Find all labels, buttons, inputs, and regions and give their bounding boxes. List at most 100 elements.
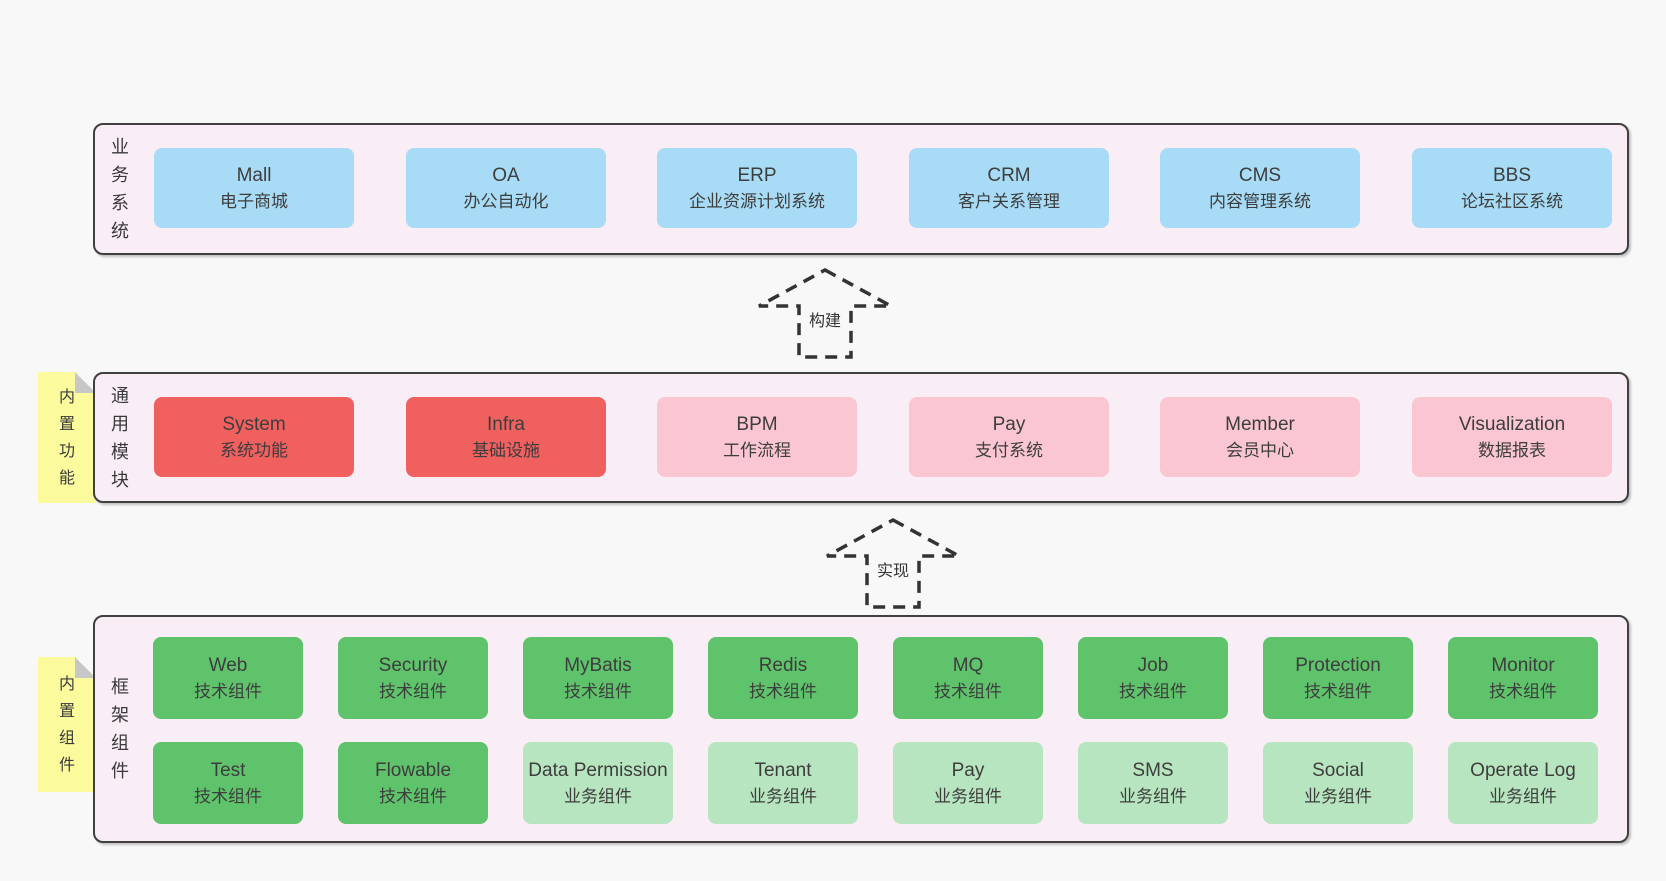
box-title: MyBatis [564,654,632,676]
box-redis: Redis 技术组件 [708,637,858,719]
box-subtitle: 技术组件 [379,786,447,806]
section-label-text: 业务系统 [111,137,129,241]
box-protection: Protection 技术组件 [1263,637,1413,719]
box-social: Social 业务组件 [1263,742,1413,824]
box-security: Security 技术组件 [338,637,488,719]
box-infra: Infra 基础设施 [406,397,606,477]
box-oa: OA 办公自动化 [406,148,606,228]
box-title: Monitor [1491,654,1555,676]
box-sms: SMS 业务组件 [1078,742,1228,824]
box-bbs: BBS 论坛社区系统 [1412,148,1612,228]
section-label-text: 通用模块 [111,385,129,490]
box-subtitle: 业务组件 [749,786,817,806]
box-mq: MQ 技术组件 [893,637,1043,719]
arrow-build: 构建 [750,266,900,361]
box-title: Flowable [374,759,452,781]
box-subtitle: 系统功能 [220,440,288,460]
box-test: Test 技术组件 [153,742,303,824]
block-arrow-up-icon [758,268,892,359]
box-subtitle: 办公自动化 [463,191,549,211]
box-subtitle: 技术组件 [564,681,632,701]
box-title: Pay [951,759,985,781]
sticky-note-text: 内置功能 [58,388,75,487]
box-subtitle: 业务组件 [1119,786,1187,806]
arrow-implement: 实现 [818,516,968,611]
box-subtitle: 客户关系管理 [958,191,1060,211]
box-title: Infra [486,413,526,435]
box-pay-system: Pay 支付系统 [909,397,1109,477]
box-title: OA [492,164,520,186]
sticky-note-builtin-functions: 内置功能 [38,372,96,503]
box-cms: CMS 内容管理系统 [1160,148,1360,228]
box-subtitle: 技术组件 [1119,681,1187,701]
box-subtitle: 业务组件 [1304,786,1372,806]
box-subtitle: 会员中心 [1226,440,1294,460]
box-monitor: Monitor 技术组件 [1448,637,1598,719]
box-title: Member [1225,413,1295,435]
sticky-note-builtin-components: 内置组件 [38,657,96,792]
block-arrow-up-icon [826,518,960,609]
box-subtitle: 技术组件 [934,681,1002,701]
box-subtitle: 内容管理系统 [1209,191,1311,211]
section-business-systems: 业务系统 Mall 电子商城 OA 办公自动化 ERP 企业资源计划系统 CRM… [93,123,1629,255]
box-title: Web [208,654,248,676]
box-title: Job [1137,654,1169,676]
section-label-text: 框架组件 [111,677,129,781]
box-title: Test [210,759,246,781]
box-subtitle: 业务组件 [1489,786,1557,806]
box-subtitle: 技术组件 [194,786,262,806]
box-mall: Mall 电子商城 [154,148,354,228]
box-subtitle: 技术组件 [749,681,817,701]
box-subtitle: 论坛社区系统 [1461,191,1563,211]
box-subtitle: 数据报表 [1478,440,1546,460]
box-subtitle: 技术组件 [194,681,262,701]
box-web: Web 技术组件 [153,637,303,719]
box-subtitle: 业务组件 [564,786,632,806]
box-title: Data Permission [528,759,668,781]
box-title: Security [378,654,448,676]
box-erp: ERP 企业资源计划系统 [657,148,857,228]
box-subtitle: 技术组件 [1304,681,1372,701]
box-subtitle: 技术组件 [1489,681,1557,701]
box-system: System 系统功能 [154,397,354,477]
box-subtitle: 业务组件 [934,786,1002,806]
section-label-modules: 通用模块 [107,374,133,501]
box-title: Operate Log [1470,759,1576,781]
box-title: CRM [987,164,1031,186]
box-tenant: Tenant 业务组件 [708,742,858,824]
box-subtitle: 基础设施 [472,440,540,460]
box-operate-log: Operate Log 业务组件 [1448,742,1598,824]
box-subtitle: 企业资源计划系统 [689,191,825,211]
box-title: BPM [736,413,778,435]
box-title: ERP [737,164,777,186]
box-job: Job 技术组件 [1078,637,1228,719]
box-bpm: BPM 工作流程 [657,397,857,477]
box-title: Visualization [1458,413,1566,435]
box-data-permission: Data Permission 业务组件 [523,742,673,824]
section-label-components: 框架组件 [107,617,133,841]
box-flowable: Flowable 技术组件 [338,742,488,824]
box-title: SMS [1132,759,1174,781]
box-title: BBS [1492,164,1532,186]
box-title: System [222,413,286,435]
box-member: Member 会员中心 [1160,397,1360,477]
sticky-note-text: 内置组件 [58,675,75,774]
arrow-build-label: 构建 [805,306,845,332]
box-title: Social [1312,759,1364,781]
box-mybatis: MyBatis 技术组件 [523,637,673,719]
box-subtitle: 工作流程 [723,440,791,460]
box-title: Tenant [754,759,812,781]
section-framework-components: 框架组件 Web 技术组件 Security 技术组件 MyBatis 技术组件… [93,615,1629,843]
box-crm: CRM 客户关系管理 [909,148,1109,228]
box-visualization: Visualization 数据报表 [1412,397,1612,477]
arrow-implement-label: 实现 [873,556,913,582]
box-title: CMS [1238,164,1282,186]
box-title: Redis [758,654,808,676]
box-subtitle: 技术组件 [379,681,447,701]
box-title: Pay [992,413,1026,435]
section-label-business: 业务系统 [107,125,133,253]
box-title: MQ [952,654,984,676]
box-title: Protection [1295,654,1381,676]
box-subtitle: 电子商城 [220,191,288,211]
